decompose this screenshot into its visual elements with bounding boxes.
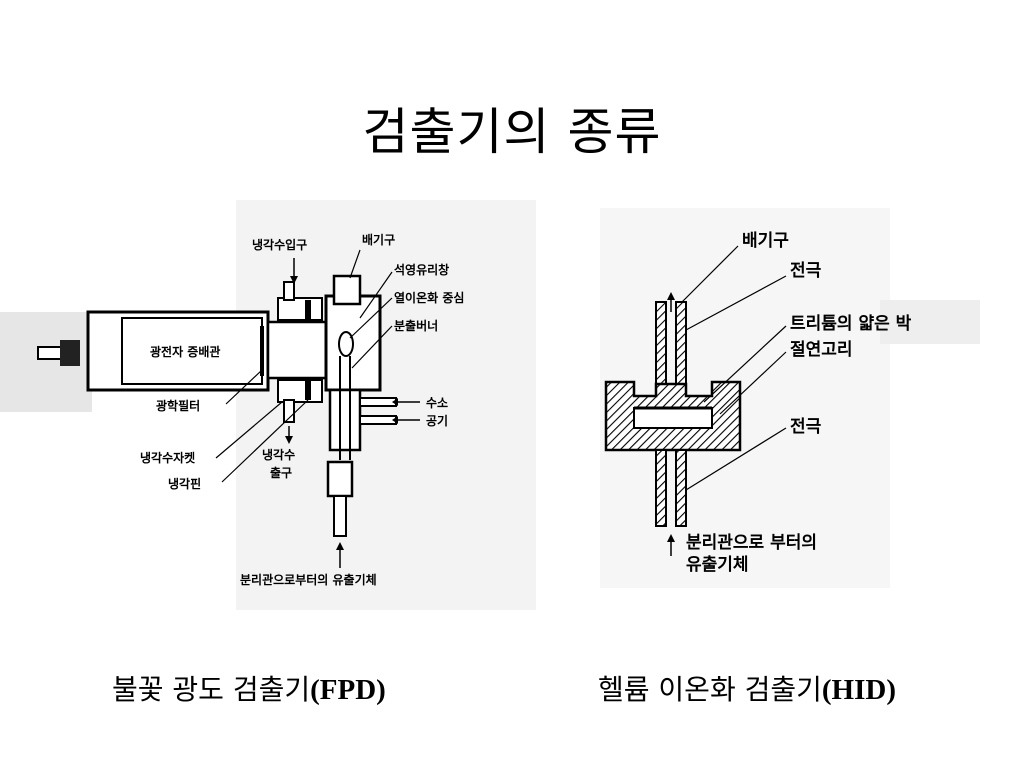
hid-top-electrode-right [675, 301, 687, 393]
fpd-connector [37, 346, 63, 360]
fpd-connector-nut [60, 340, 80, 366]
fpd-label-hydrogen: 수소 [426, 396, 448, 410]
fpd-label-quartz-window: 석영유리창 [394, 262, 449, 277]
fpd-label-thermal-ionization: 열이온화 중심 [394, 290, 464, 305]
hid-label-exhaust: 배기구 [742, 231, 789, 251]
fpd-caption-abbr: (FPD) [310, 674, 386, 706]
fpd-coolant-outlet-pipe [283, 399, 295, 423]
fpd-label-nozzle-burner: 분출버너 [394, 318, 438, 333]
hid-label-electrode-bottom: 전극 [790, 417, 822, 437]
fpd-label-coolant-outlet-2: 출구 [270, 465, 292, 480]
fpd-label-exhaust: 배기구 [362, 232, 395, 247]
fpd-caption-korean: 불꽃 광도 검출기 [112, 673, 311, 706]
hid-label-tritium-foil: 트리튬의 얇은 박 [790, 313, 912, 334]
hid-label-electrode-top: 전극 [790, 261, 822, 281]
fpd-coolant-inlet-pipe [283, 281, 295, 301]
fpd-caption: 불꽃 광도 검출기(FPD) [112, 668, 386, 708]
fpd-fin-bottom [277, 379, 323, 403]
slide-title: 검출기의 종류 [362, 103, 662, 161]
fpd-fin-top [277, 297, 323, 321]
fpd-label-cooling-fin: 냉각핀 [168, 476, 201, 491]
hid-top-electrode-left [655, 301, 667, 393]
fpd-diagram: 냉각수입구 배기구 석영유리창 열이온화 중심 분출버너 광전자 증배관 광학필… [0, 200, 536, 610]
hid-label-column-effluent-1: 분리관으로 부터의 [686, 533, 817, 553]
hid-label-column-effluent-2: 유출기체 [686, 555, 749, 575]
fpd-label-photomultiplier: 광전자 증배관 [150, 344, 220, 359]
fpd-column-fitting [326, 460, 354, 498]
fpd-exhaust-stack [332, 274, 362, 306]
hid-caption: 헬륨 이온화 검출기(HID) [598, 668, 896, 708]
fpd-flame [338, 331, 354, 357]
hid-caption-abbr: (HID) [821, 674, 896, 706]
fpd-coupling [266, 320, 330, 380]
fpd-hydrogen-pipe [359, 397, 397, 407]
hid-diagram: 배기구 전극 트리튬의 얇은 박 절연고리 전극 분리관으로 부터의 유출기체 [600, 208, 980, 588]
hid-bottom-electrode-right [675, 449, 687, 527]
fpd-pmt-inner [121, 317, 263, 385]
hid-label-insulating-ring: 절연고리 [790, 339, 853, 360]
fpd-label-column-effluent: 분리관으로부터의 유출기체 [240, 572, 377, 587]
fpd-label-coolant-outlet-1: 냉각수 [262, 447, 295, 462]
fpd-air-pipe [359, 415, 397, 425]
hid-ionization-chamber [633, 407, 713, 429]
fpd-label-optical-filter: 광학필터 [156, 398, 200, 413]
fpd-label-coolant-jacket: 냉각수자켓 [140, 450, 195, 465]
fpd-label-coolant-inlet: 냉각수입구 [252, 237, 307, 252]
fpd-burner-stem [328, 388, 362, 452]
hid-scan-shade-right [880, 300, 980, 344]
fpd-column [333, 495, 347, 537]
hid-caption-korean: 헬륨 이온화 검출기 [598, 673, 822, 706]
fpd-label-air: 공기 [426, 413, 448, 428]
hid-bottom-electrode-left [655, 449, 667, 527]
